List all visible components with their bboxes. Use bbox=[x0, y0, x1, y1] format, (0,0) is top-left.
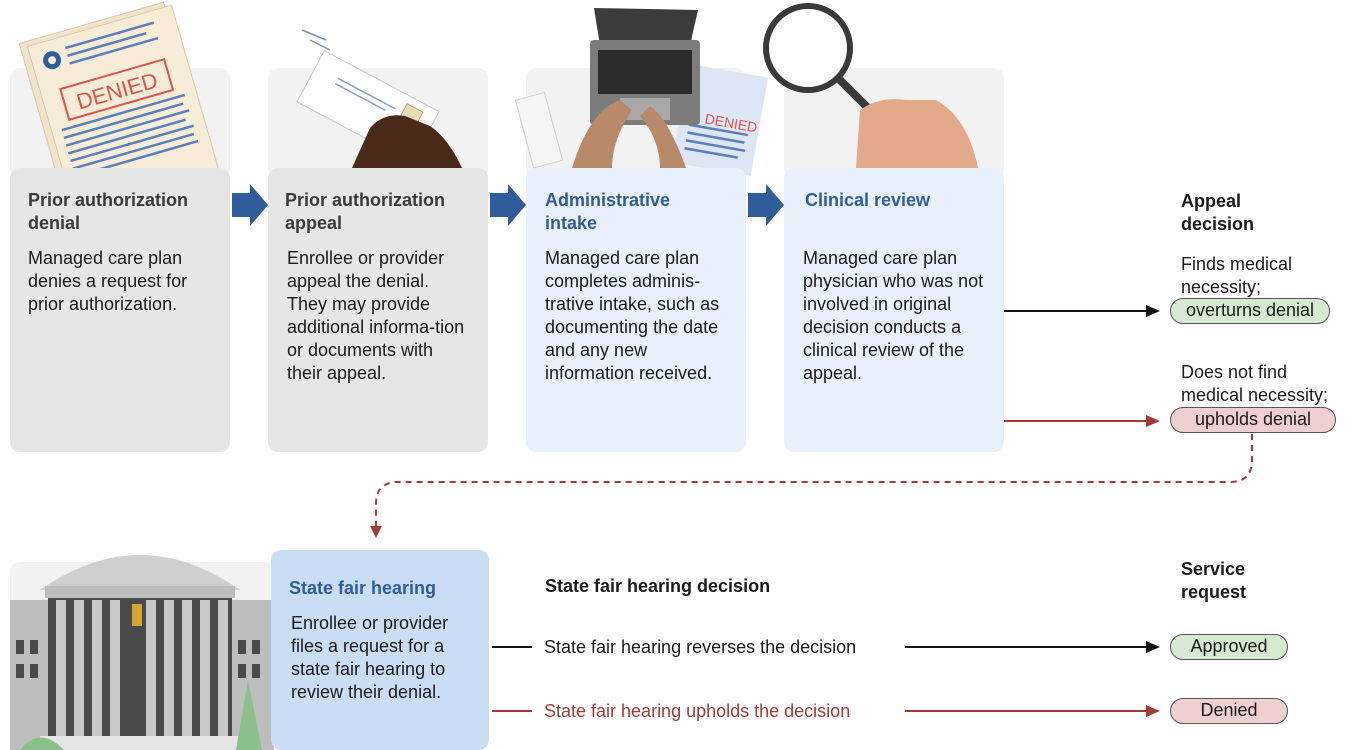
step-body: Managed care plan completes adminis-trat… bbox=[545, 248, 720, 383]
blue-arrow-icon bbox=[490, 184, 526, 226]
blue-arrow-icon bbox=[748, 184, 784, 226]
overturns-denial-pill: overturns denial bbox=[1170, 298, 1330, 324]
arrowhead-icon bbox=[1146, 641, 1160, 653]
arrowhead-icon bbox=[370, 526, 382, 538]
step-card-prior-auth-denial bbox=[10, 168, 230, 452]
hearing-upholds-text: State fair hearing upholds the decision bbox=[544, 701, 851, 721]
arrowhead-icon bbox=[1146, 705, 1160, 717]
hearing-reverses-text: State fair hearing reverses the decision bbox=[544, 637, 857, 657]
illustration-panel-3 bbox=[526, 68, 746, 178]
step-title: Clinical review bbox=[805, 190, 931, 210]
hearing-body: Enrollee or provider files a request for… bbox=[291, 613, 449, 702]
state-fair-hearing-card bbox=[271, 550, 489, 750]
upholds-denial-pill: upholds denial bbox=[1170, 407, 1336, 433]
step-card-prior-auth-appeal bbox=[268, 168, 488, 452]
service-request-heading: Service request bbox=[1181, 559, 1247, 602]
uphold-text: Does not find medical necessity; bbox=[1181, 362, 1329, 405]
hearing-decision-heading: State fair hearing decision bbox=[545, 576, 771, 596]
step-title: Prior authorization appeal bbox=[285, 190, 446, 233]
illustration-panel-1 bbox=[10, 68, 230, 178]
step-title: Administrative intake bbox=[545, 190, 671, 233]
denied-pill: Denied bbox=[1170, 698, 1288, 724]
step-body: Managed care plan denies a request for p… bbox=[28, 248, 188, 314]
step-body: Managed care plan physician who was not … bbox=[803, 248, 984, 383]
step-body: Enrollee or provider appeal the denial. … bbox=[287, 248, 465, 383]
blue-arrow-icon bbox=[232, 184, 268, 226]
arrowhead-icon bbox=[1146, 305, 1160, 317]
illustration-panel-2 bbox=[268, 68, 488, 178]
step-title: Prior authorization denial bbox=[28, 190, 189, 233]
appeal-decision-heading: Appeal decision bbox=[1181, 191, 1255, 234]
hearing-title: State fair hearing bbox=[289, 578, 437, 598]
approved-pill: Approved bbox=[1170, 634, 1288, 660]
arrowhead-icon bbox=[1146, 415, 1160, 427]
step-card-administrative-intake bbox=[526, 168, 746, 452]
illustration-panel-4 bbox=[784, 68, 1004, 178]
step-card-clinical-review bbox=[784, 168, 1004, 452]
overturn-text: Finds medical necessity; bbox=[1181, 254, 1293, 297]
